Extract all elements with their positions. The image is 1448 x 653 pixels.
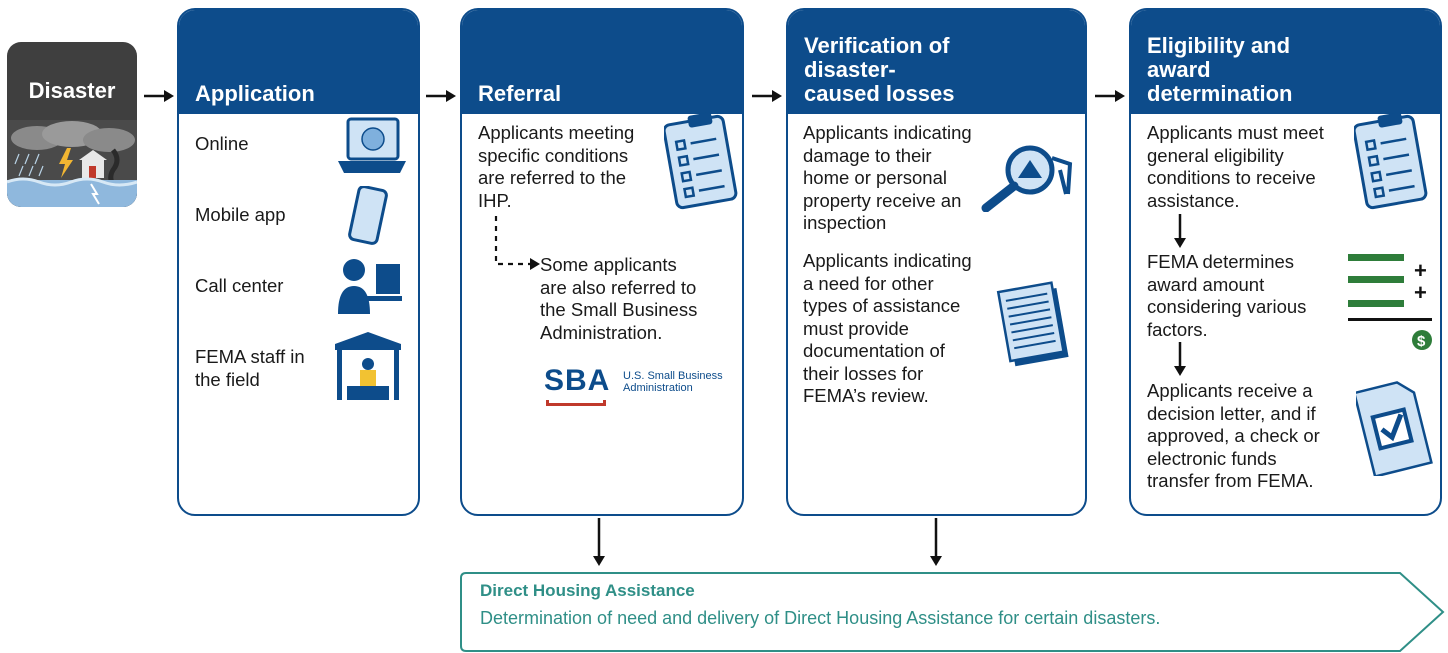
direct-housing-banner bbox=[460, 572, 1445, 652]
stage-eligibility-title: Eligibility and award determination bbox=[1147, 33, 1293, 106]
stage-application-header: Application bbox=[179, 10, 418, 114]
sba-logo-mark: SBA bbox=[544, 364, 611, 397]
stage-application-title: Application bbox=[195, 81, 315, 106]
arrow-down-icon bbox=[930, 518, 942, 566]
decision-letter-text: Applicants receive a decision letter, an… bbox=[1147, 380, 1320, 491]
arrow-down-icon bbox=[1174, 342, 1186, 376]
direct-housing-title: Direct Housing Assistance bbox=[480, 581, 695, 600]
call-center-agent-icon bbox=[338, 259, 402, 314]
arrow-right-icon bbox=[752, 90, 782, 102]
channel-online: Online bbox=[195, 133, 249, 154]
arrow-down-icon bbox=[593, 518, 605, 566]
disaster-box: Disaster bbox=[7, 42, 137, 207]
decision-letter-icon bbox=[1356, 381, 1433, 476]
arrow-right-icon bbox=[1095, 90, 1125, 102]
award-calculation-icon: + + $ bbox=[1348, 254, 1432, 350]
svg-text:$: $ bbox=[1417, 333, 1426, 350]
smartphone-icon bbox=[348, 186, 388, 245]
fema-field-tent-icon bbox=[335, 332, 401, 400]
disaster-label: Disaster bbox=[28, 78, 116, 103]
arrow-right-icon bbox=[426, 90, 456, 102]
clipboard-checklist-icon bbox=[664, 112, 738, 210]
channel-field-staff: FEMA staff in the field bbox=[195, 346, 305, 390]
dashed-arrow-icon bbox=[494, 216, 540, 270]
clipboard-checklist-icon bbox=[1354, 112, 1428, 210]
stage-referral-header: Referral bbox=[462, 10, 742, 114]
svg-text:+: + bbox=[1414, 280, 1427, 305]
stage-referral: Referral bbox=[460, 8, 744, 516]
eligibility-conditions-text: Applicants must meet general eligibility… bbox=[1147, 122, 1324, 211]
channel-mobile-app: Mobile app bbox=[195, 204, 286, 225]
stage-eligibility-header: Eligibility and award determination bbox=[1131, 10, 1440, 114]
documentation-text: Applicants indicating a need for other t… bbox=[803, 250, 972, 406]
stage-application: Application bbox=[177, 8, 420, 516]
sba-logo-name: U.S. Small Business Administration bbox=[623, 370, 723, 394]
direct-housing-text: Determination of need and delivery of Di… bbox=[480, 608, 1161, 628]
arrow-down-icon bbox=[1174, 214, 1186, 248]
stage-verification-title: Verification of disaster- caused losses bbox=[804, 33, 955, 106]
stage-verification-header: Verification of disaster- caused losses bbox=[788, 10, 1085, 114]
storm-icon bbox=[7, 120, 137, 207]
sba-logo-underline bbox=[546, 400, 606, 406]
sba-referral-text: Some applicants are also referred to the… bbox=[540, 254, 698, 343]
channel-call-center: Call center bbox=[195, 275, 284, 296]
documents-stack-icon bbox=[996, 281, 1069, 367]
inspection-text: Applicants indicating damage to their ho… bbox=[803, 122, 972, 233]
award-amount-text: FEMA determines award amount considering… bbox=[1147, 251, 1307, 340]
svg-text:+: + bbox=[1414, 258, 1427, 283]
arrow-right-icon bbox=[144, 90, 174, 102]
laptop-icon bbox=[338, 117, 406, 173]
stage-verification: Verification of disaster- caused losses bbox=[786, 8, 1087, 516]
referral-text: Applicants meeting specific conditions a… bbox=[478, 122, 635, 211]
stage-referral-title: Referral bbox=[478, 81, 562, 106]
magnifier-inspection-icon bbox=[981, 145, 1073, 212]
